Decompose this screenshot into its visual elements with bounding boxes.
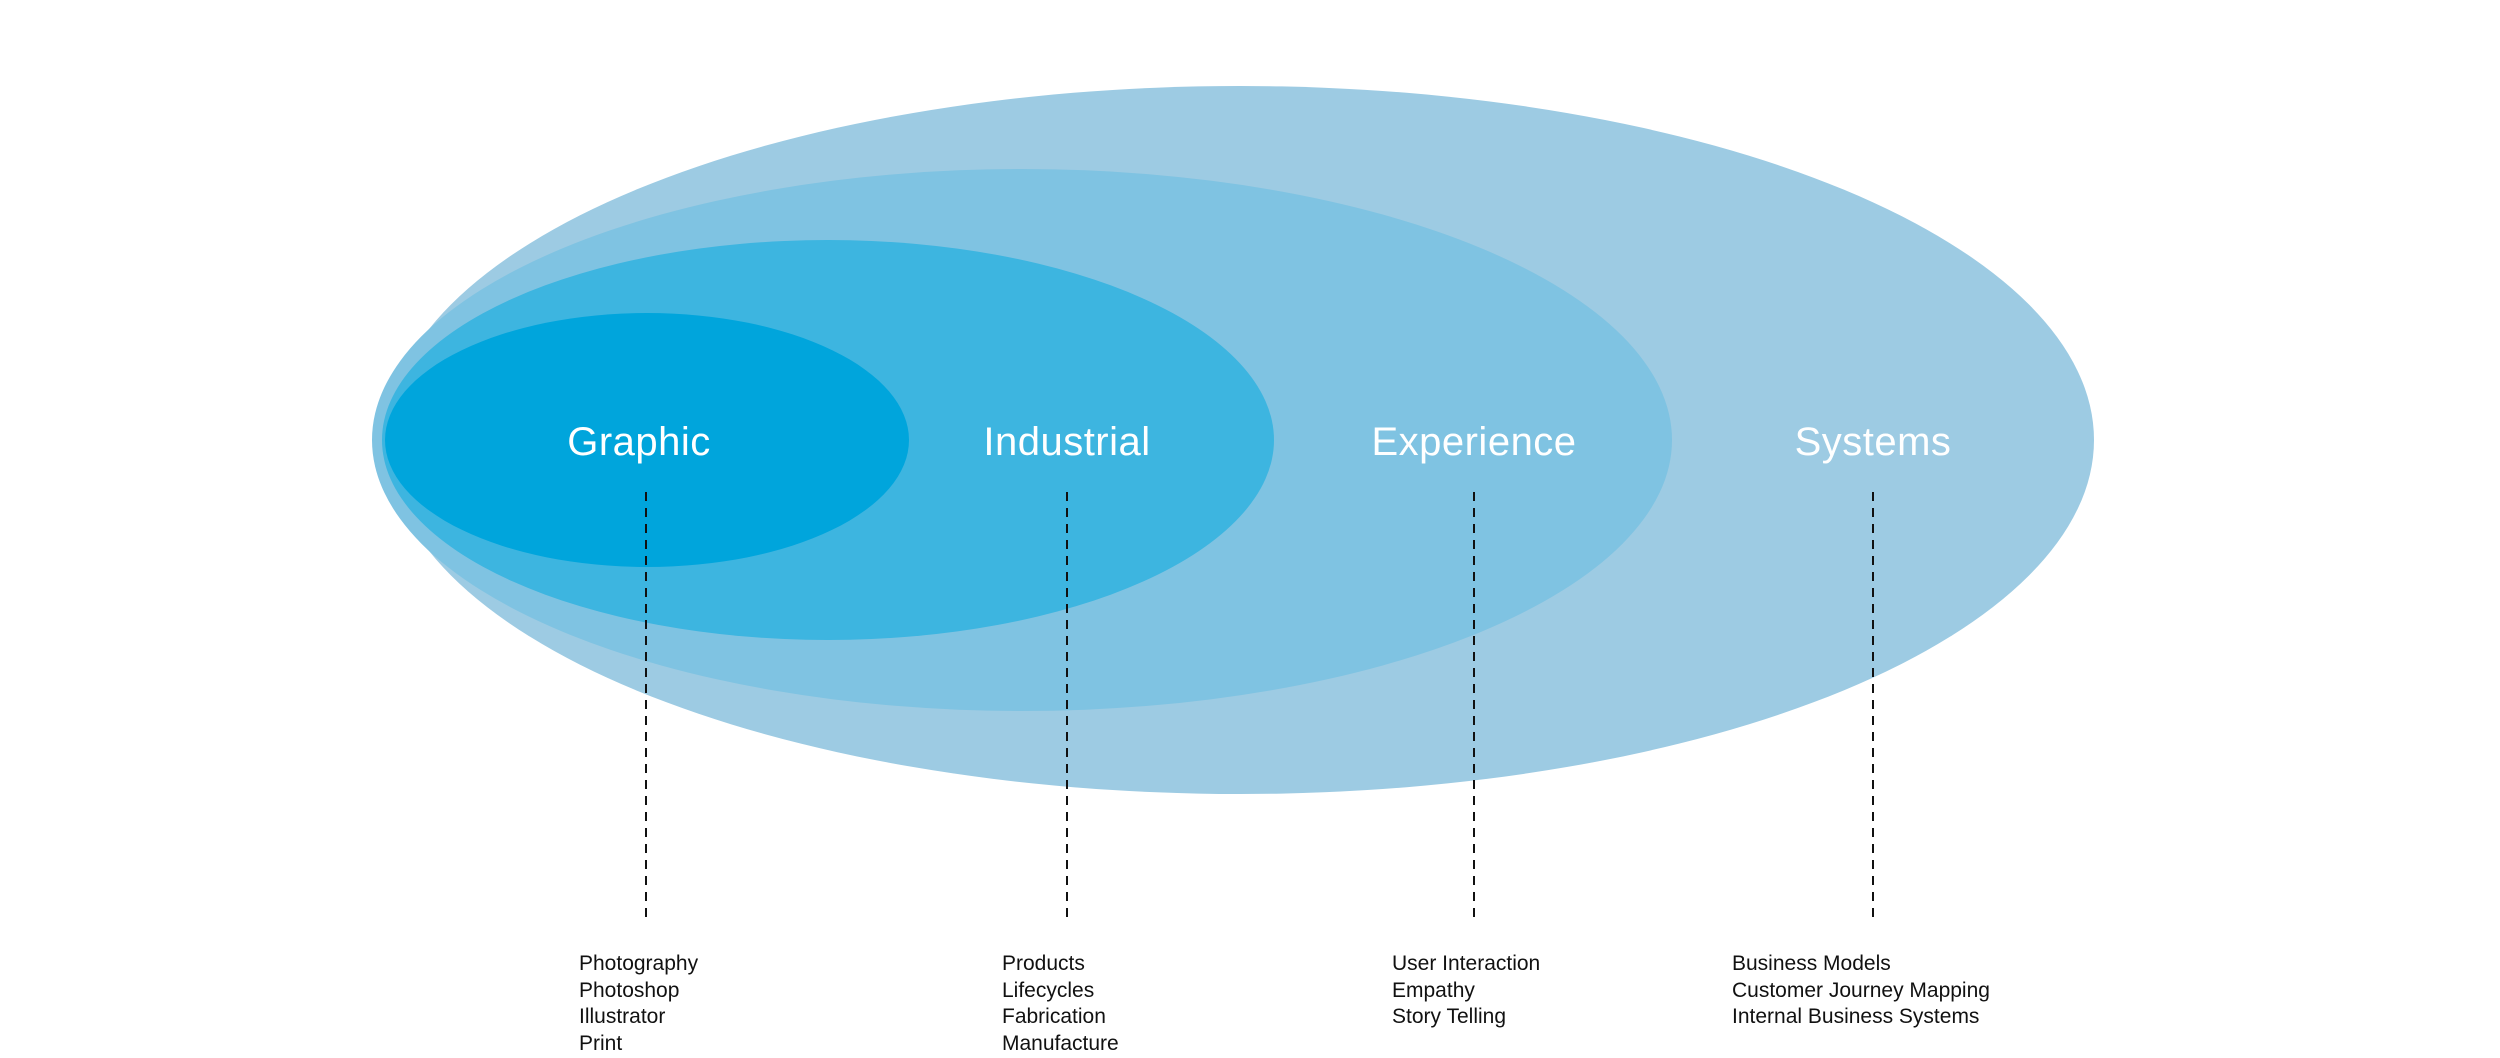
graphic-detail-list: Photography Photoshop Illustrator Print [579,951,698,1057]
list-item: Illustrator [579,1005,666,1028]
list-item: Lifecycles [1002,978,1095,1002]
list-item: Empathy [1392,978,1475,1002]
list-item: Products [1002,952,1085,975]
list-item: Fabrication [1002,1005,1106,1028]
list-item: Business Models [1732,952,1891,975]
list-item: Customer Journey Mapping [1732,978,1990,1002]
list-item: Photoshop [579,978,680,1002]
systems-label: Systems [1795,420,1952,464]
experience-detail-list: User Interaction Empathy Story Telling [1392,951,1540,1031]
industrial-detail-list: Products Lifecycles Fabrication Manufact… [1002,951,1119,1057]
industrial-label: Industrial [983,420,1150,464]
graphic-label: Graphic [567,420,711,464]
list-item: Internal Business Systems [1732,1005,1980,1028]
experience-label: Experience [1371,420,1576,464]
list-item: Manufacture [1002,1031,1119,1055]
list-item: Print [579,1031,623,1055]
list-item: Story Telling [1392,1005,1507,1028]
graphic-ellipse [385,313,909,567]
list-item: User Interaction [1392,952,1541,975]
list-item: Photography [579,952,699,975]
systems-detail-list: Business Models Customer Journey Mapping… [1732,951,1990,1031]
